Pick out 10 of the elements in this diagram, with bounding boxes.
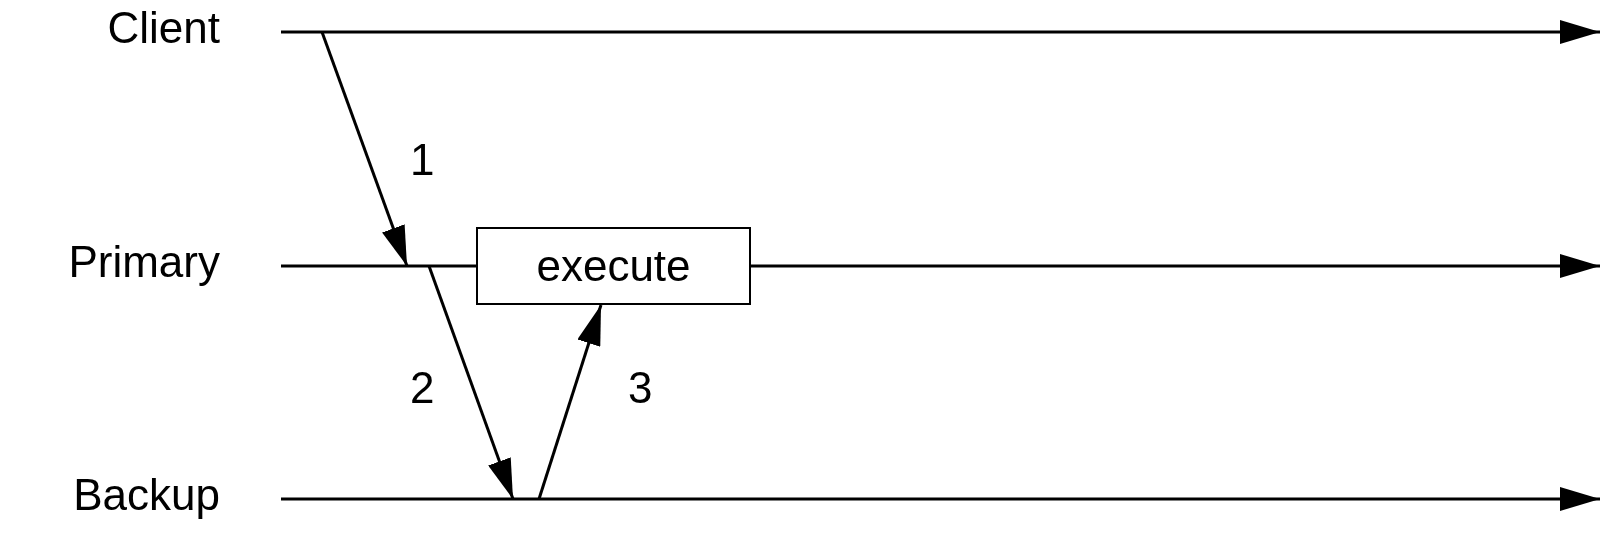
step-number: 1 [410, 135, 435, 185]
step-number: 2 [410, 363, 435, 413]
lifeline-label: Primary [68, 237, 220, 287]
lifeline-label: Backup [73, 470, 220, 520]
message-arrow [320, 31, 409, 267]
message-arrow [427, 265, 515, 500]
step-number: 3 [628, 363, 653, 413]
lifeline-label: Client [107, 3, 220, 53]
message-arrow [537, 304, 603, 500]
process-box: execute [476, 227, 751, 305]
